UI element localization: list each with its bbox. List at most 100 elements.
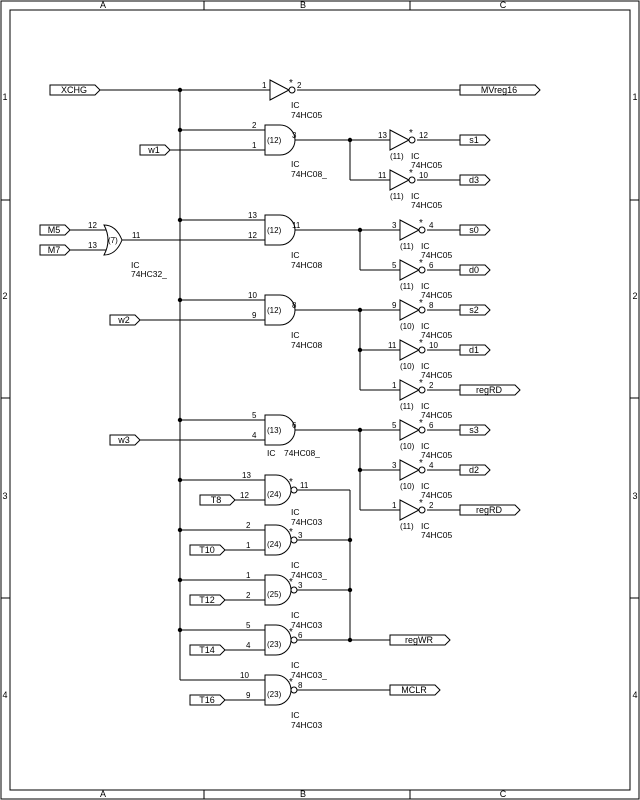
port-t8-label: T8: [211, 495, 222, 505]
port-mclr: MCLR: [389, 684, 441, 696]
port-s1-label: s1: [469, 135, 479, 145]
port-regrd-a-label: regRD: [476, 385, 503, 395]
svg-text:*: *: [419, 218, 423, 229]
pin-in-2: 4: [252, 431, 257, 440]
ic-part-number: 74HC05: [411, 160, 442, 170]
column-label-a: A: [100, 0, 106, 10]
pin-in-1: 13: [248, 211, 257, 220]
ic-part-number: 74HC03: [291, 620, 322, 630]
port-mvreg16-label: MVreg16: [481, 85, 517, 95]
ic-part-number: 74HC03_: [291, 670, 327, 680]
port-t10: T10: [189, 544, 226, 556]
unit-number: (12): [267, 226, 282, 235]
ic-designator: IC: [421, 241, 430, 251]
port-m5-label: M5: [48, 225, 61, 235]
pin-in-2: 4: [246, 641, 251, 650]
and-gate-12c: 10 9 8 (12) IC 74HC08: [248, 291, 322, 350]
inverter-d0: * 5 6 (11) IC 74HC05: [392, 258, 452, 300]
ic-part-number: 74HC08: [291, 260, 322, 270]
port-t12-label: T12: [199, 595, 215, 605]
ic-designator: IC: [421, 481, 430, 491]
port-t14: T14: [189, 644, 226, 656]
pin-out: 3: [298, 581, 303, 590]
ic-designator: IC: [291, 507, 300, 517]
unit-number: (25): [267, 590, 282, 599]
port-m5: M5: [39, 224, 71, 236]
inverter-regrd-a: * 1 2 (11) IC 74HC05: [392, 378, 452, 420]
ic-designator: IC: [421, 321, 430, 331]
unit-number: (23): [267, 690, 282, 699]
column-label-c-bottom: C: [500, 789, 507, 799]
svg-text:*: *: [419, 418, 423, 429]
port-mvreg16: MVreg16: [459, 84, 541, 96]
pin-in-1: 13: [242, 471, 251, 480]
ic-designator: IC: [291, 660, 300, 670]
svg-text:*: *: [289, 577, 293, 588]
port-s3: s3: [459, 424, 491, 436]
ic-designator: IC: [291, 330, 300, 340]
and-gate-12a: 2 1 3 (12) IC 74HC08_: [252, 121, 327, 179]
ic-part-number: 74HC05: [291, 110, 322, 120]
input-ports: XCHG w1 M5 M7 w2 w3 T8 T10: [39, 84, 236, 706]
pin-in-1: 10: [248, 291, 257, 300]
pin-in-1: 2: [252, 121, 257, 130]
ic-designator: IC: [291, 250, 300, 260]
pin-in-2: 13: [88, 241, 97, 250]
gates: * 1 2 IC 74HC05 2 1 3 (12) IC 74HC08_ * …: [88, 78, 452, 730]
ic-part-number: 74HC05: [421, 290, 452, 300]
pin-in: 13: [378, 131, 387, 140]
svg-text:*: *: [289, 627, 293, 638]
row-label-2: 2: [2, 291, 7, 301]
column-label-b: B: [300, 0, 306, 10]
port-t12: T12: [189, 594, 226, 606]
port-d3-label: d3: [469, 175, 479, 185]
unit-number: (11): [400, 522, 414, 531]
pin-out: 12: [419, 131, 428, 140]
pin-in-2: 1: [252, 141, 257, 150]
pin-in-1: 12: [88, 221, 97, 230]
unit-number: (11): [400, 402, 414, 411]
port-d2: d2: [459, 464, 491, 476]
unit-number: (24): [267, 490, 282, 499]
inverter-s2: * 9 8 (10) IC 74HC05: [392, 298, 452, 340]
port-w3: w3: [109, 434, 141, 446]
ic-designator: IC: [411, 191, 420, 201]
pin-out: 10: [429, 341, 438, 350]
pin-in-1: 1: [246, 571, 251, 580]
ic-part-number: 74HC05: [421, 370, 452, 380]
pin-out: 8: [292, 301, 297, 310]
port-t14-label: T14: [199, 645, 215, 655]
port-s1: s1: [459, 134, 491, 146]
port-m7-label: M7: [48, 245, 61, 255]
svg-text:*: *: [419, 338, 423, 349]
port-s2: s2: [459, 304, 491, 316]
port-t8: T8: [199, 494, 236, 506]
pin-in: 3: [392, 461, 397, 470]
unit-number: (12): [267, 306, 282, 315]
unit-number: (11): [400, 242, 414, 251]
svg-text:*: *: [289, 677, 293, 688]
port-m7: M7: [39, 244, 71, 256]
unit-number: (11): [390, 192, 404, 201]
ic-part-number: 74HC03_: [291, 570, 327, 580]
ic-part-number: 74HC05: [421, 250, 452, 260]
pin-in: 11: [378, 171, 387, 180]
nand-gate-23b: * 10 9 8 (23) IC 74HC03: [240, 671, 322, 730]
ic-designator: IC: [291, 560, 300, 570]
unit-number: (10): [400, 362, 415, 371]
pin-out: 6: [292, 421, 297, 430]
row-label-4: 4: [2, 690, 7, 700]
ic-designator: IC: [421, 401, 430, 411]
output-ports: MVreg16 s1 d3 s0 d0 s2 d1 regRD: [389, 84, 541, 696]
ic-part-number: 74HC03: [291, 720, 322, 730]
pin-in: 1: [262, 81, 267, 90]
port-d0-label: d0: [469, 265, 479, 275]
and-gate-13: 5 4 6 (13) IC 74HC08_: [252, 411, 320, 458]
ic-designator: IC: [421, 521, 430, 531]
pin-in: 5: [392, 421, 397, 430]
port-d3: d3: [459, 174, 491, 186]
row-label-1-right: 1: [632, 92, 637, 102]
svg-text:*: *: [289, 527, 293, 538]
port-s0: s0: [459, 224, 491, 236]
